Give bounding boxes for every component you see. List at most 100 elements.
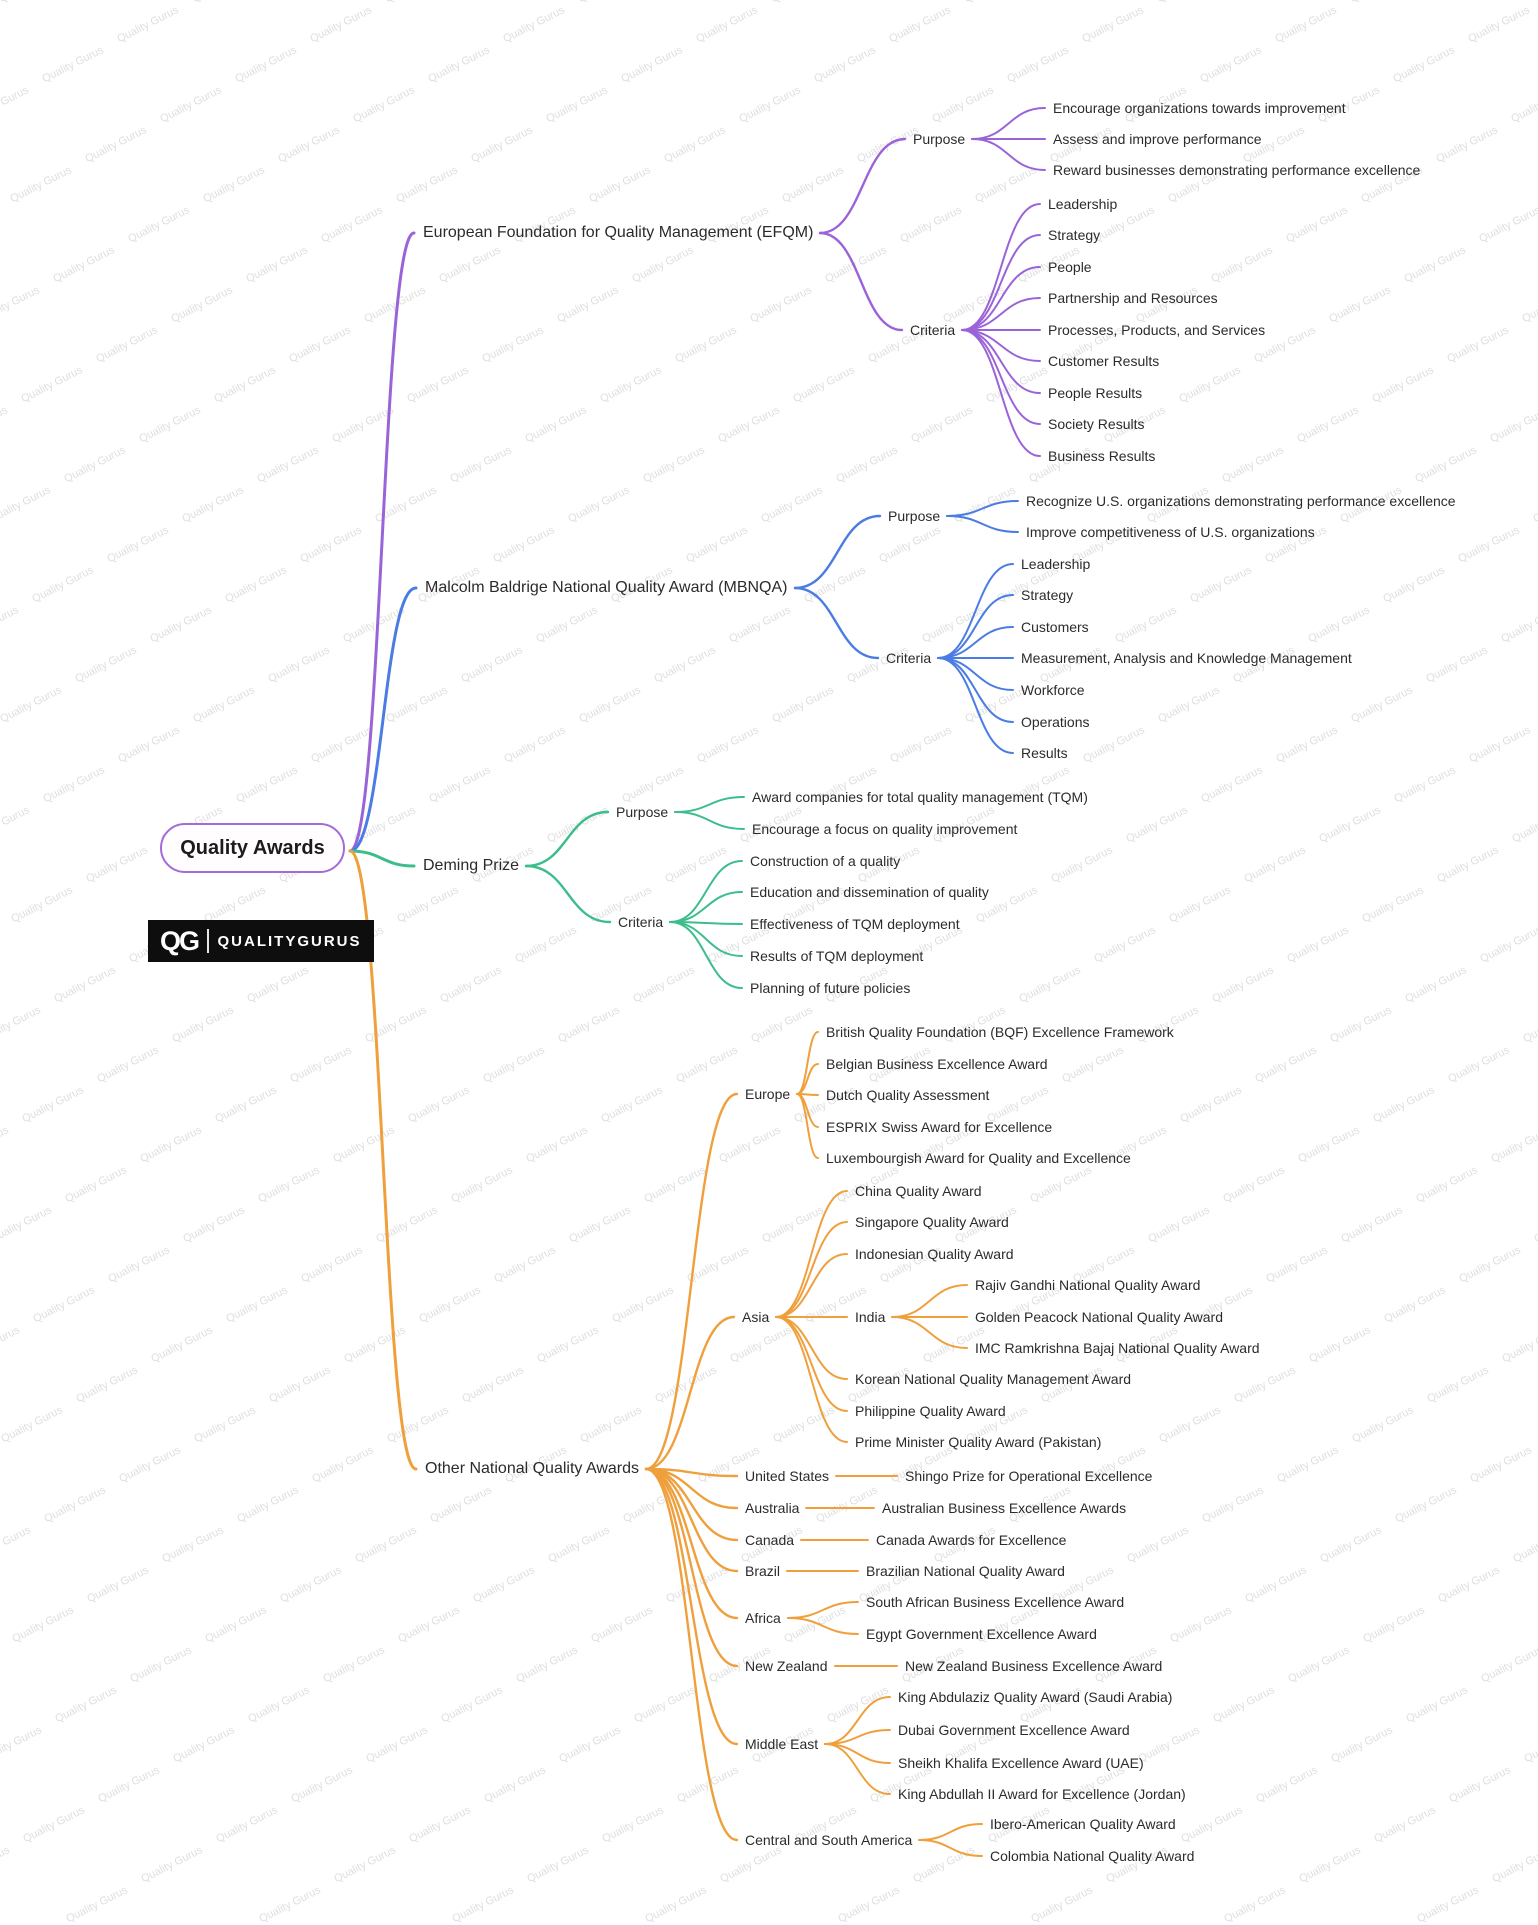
node-label: Korean National Quality Management Award bbox=[855, 1370, 1132, 1387]
node-label: IMC Ramkrishna Bajaj National Quality Aw… bbox=[975, 1339, 1260, 1356]
node-label: Strategy bbox=[1021, 586, 1074, 603]
connector-line bbox=[824, 1696, 891, 1745]
node-label: Philippine Quality Award bbox=[855, 1402, 1006, 1419]
brand-logo: QG QUALITYGURUS bbox=[148, 920, 374, 962]
root-node-label: Quality Awards bbox=[180, 836, 325, 859]
connector-line bbox=[946, 515, 1019, 533]
node-label: Award companies for total quality manage… bbox=[752, 788, 1088, 805]
node-label: Leadership bbox=[1048, 195, 1118, 212]
connector-line bbox=[937, 563, 1014, 659]
node-label: Improve competitiveness of U.S. organiza… bbox=[1026, 523, 1315, 540]
node-label: Africa bbox=[745, 1609, 781, 1626]
node-label: Measurement, Analysis and Knowledge Mana… bbox=[1021, 649, 1352, 666]
logo-wordmark: QUALITYGURUS bbox=[217, 932, 362, 950]
connector-line bbox=[775, 1253, 848, 1318]
node-label: Workforce bbox=[1021, 681, 1085, 698]
node-label: Brazilian National Quality Award bbox=[866, 1562, 1065, 1579]
node-label: Results of TQM deployment bbox=[750, 947, 924, 964]
connector-line bbox=[524, 810, 610, 868]
connector-line bbox=[793, 586, 880, 660]
node-label: Customers bbox=[1021, 618, 1089, 635]
node-label: Central and South America bbox=[745, 1831, 913, 1848]
node-label: Australian Business Excellence Awards bbox=[882, 1499, 1127, 1516]
node-label: Malcolm Baldrige National Quality Award … bbox=[425, 578, 788, 596]
node-label: Canada Awards for Excellence bbox=[876, 1531, 1067, 1548]
node-label: Other National Quality Awards bbox=[425, 1459, 640, 1477]
connector-line bbox=[775, 1190, 848, 1318]
node-label: Purpose bbox=[913, 130, 966, 147]
connector-line bbox=[818, 137, 907, 235]
connector-line bbox=[937, 626, 1014, 659]
node-label: Asia bbox=[742, 1308, 770, 1325]
node-label: Construction of a quality bbox=[750, 852, 901, 869]
connector-line bbox=[971, 107, 1046, 140]
node-label: New Zealand Business Excellence Award bbox=[905, 1657, 1163, 1674]
node-label: Luxembourgish Award for Quality and Exce… bbox=[826, 1149, 1131, 1166]
node-label: United States bbox=[745, 1467, 830, 1484]
node-label: Education and dissemination of quality bbox=[750, 883, 989, 900]
connector-line bbox=[669, 891, 743, 923]
node-label: People Results bbox=[1048, 384, 1143, 401]
node-label: Criteria bbox=[886, 649, 932, 666]
node-label: People bbox=[1048, 258, 1092, 275]
connector-line bbox=[961, 297, 1041, 331]
node-label: India bbox=[855, 1308, 886, 1325]
connector-line bbox=[971, 138, 1046, 171]
node-label: Brazil bbox=[745, 1562, 781, 1579]
node-label: Partnership and Resources bbox=[1048, 289, 1218, 306]
node-label: ESPRIX Swiss Award for Excellence bbox=[826, 1118, 1053, 1135]
node-label: Recognize U.S. organizations demonstrati… bbox=[1026, 492, 1456, 509]
node-label: Reward businesses demonstrating performa… bbox=[1053, 161, 1421, 178]
connector-line bbox=[891, 1284, 968, 1318]
connector-line bbox=[669, 921, 743, 989]
node-label: Rajiv Gandhi National Quality Award bbox=[975, 1276, 1201, 1293]
node-label: Middle East bbox=[745, 1735, 819, 1752]
node-label: South African Business Excellence Award bbox=[866, 1593, 1125, 1610]
connector-line bbox=[824, 1743, 891, 1795]
node-label: Belgian Business Excellence Award bbox=[826, 1055, 1048, 1072]
node-label: Dubai Government Excellence Award bbox=[898, 1721, 1130, 1738]
node-label: Effectiveness of TQM deployment bbox=[750, 915, 960, 932]
node-label: Prime Minister Quality Award (Pakistan) bbox=[855, 1433, 1102, 1450]
node-label: Sheikh Khalifa Excellence Award (UAE) bbox=[898, 1754, 1144, 1771]
node-label: Purpose bbox=[888, 507, 941, 524]
node-label: New Zealand bbox=[745, 1657, 828, 1674]
node-label: Encourage a focus on quality improvement bbox=[752, 820, 1018, 837]
connector-line bbox=[348, 586, 418, 853]
node-label: China Quality Award bbox=[855, 1182, 982, 1199]
node-label: Business Results bbox=[1048, 447, 1156, 464]
connector-line bbox=[775, 1221, 848, 1318]
connector-line bbox=[961, 266, 1041, 331]
connector-line bbox=[644, 1315, 736, 1471]
connector-line bbox=[796, 1093, 819, 1159]
connector-line bbox=[644, 1467, 739, 1620]
node-label: Operations bbox=[1021, 713, 1090, 730]
connector-line bbox=[787, 1617, 859, 1635]
node-label: Ibero-American Quality Award bbox=[990, 1815, 1176, 1832]
connector-line bbox=[937, 594, 1014, 659]
node-label: Indonesian Quality Award bbox=[855, 1245, 1014, 1262]
node-label: Golden Peacock National Quality Award bbox=[975, 1308, 1223, 1325]
node-label: Assess and improve performance bbox=[1053, 130, 1262, 147]
connector-line bbox=[961, 329, 1041, 457]
connector-line bbox=[775, 1316, 848, 1443]
connector-line bbox=[818, 231, 904, 332]
node-label: Customer Results bbox=[1048, 352, 1160, 369]
connector-line bbox=[644, 1092, 739, 1471]
node-label: Society Results bbox=[1048, 415, 1145, 432]
node-label: Singapore Quality Award bbox=[855, 1213, 1009, 1230]
connector-line bbox=[644, 1467, 739, 1842]
connector-line bbox=[644, 1467, 739, 1746]
node-label: King Abdulaziz Quality Award (Saudi Arab… bbox=[898, 1688, 1173, 1705]
logo-separator-bar bbox=[207, 929, 209, 953]
node-label: Leadership bbox=[1021, 555, 1091, 572]
connector-line bbox=[674, 811, 745, 830]
connector-line bbox=[524, 864, 612, 924]
node-label: Strategy bbox=[1048, 226, 1101, 243]
logo-qg-mark: QG bbox=[160, 925, 200, 956]
node-label: Encourage organizations towards improvem… bbox=[1053, 99, 1346, 116]
node-label: Results bbox=[1021, 744, 1068, 761]
